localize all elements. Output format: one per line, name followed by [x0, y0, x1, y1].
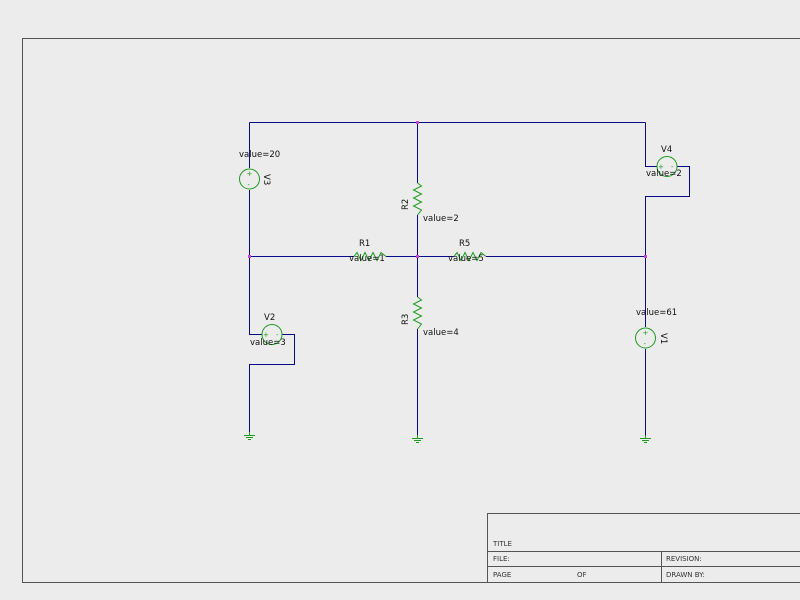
v2-plus: + [263, 331, 269, 339]
r3-resistor-icon [412, 296, 423, 330]
r3-name-label: R3 [401, 314, 411, 325]
ground-mid-icon [412, 435, 423, 443]
sheet-border [22, 38, 800, 583]
v2-minus: - [276, 331, 279, 339]
title-block: TITLE FILE: PAGE OF REVISION: DRAWN BY: [487, 513, 800, 582]
r1-name-label: R1 [359, 239, 370, 249]
file-label: FILE: [493, 555, 510, 563]
v4-plus: + [658, 163, 664, 171]
r1-resistor-icon [353, 251, 387, 262]
v4-loop-wire [645, 166, 690, 327]
wires [249, 122, 690, 437]
r2-value-label: value=2 [423, 214, 459, 224]
junction-top-mid [416, 121, 419, 124]
v1-value-label: value=61 [636, 308, 677, 318]
v1-plus: + [643, 329, 649, 337]
junction-center [416, 255, 419, 258]
title-label: TITLE [492, 540, 512, 548]
revision-label: REVISION: [666, 555, 702, 563]
resistor-r1[interactable]: R1 value=1 [349, 239, 387, 264]
v1-source-icon [635, 327, 656, 349]
voltage-source-v3[interactable]: + - value=20 V3 [239, 150, 280, 190]
page-label: PAGE [493, 571, 511, 579]
v4-source-icon [656, 156, 678, 177]
v2-value-label: value=3 [250, 338, 286, 348]
resistor-r3[interactable]: R3 value=4 [401, 296, 459, 338]
junction-left [248, 255, 251, 258]
right-wire-top [645, 122, 657, 167]
v4-value-label: value=2 [646, 169, 682, 179]
ground-right-icon [640, 435, 651, 443]
r2-name-label: R2 [401, 199, 411, 210]
voltage-source-v1[interactable]: + - value=61 V1 [635, 308, 678, 349]
v3-plus: + [247, 170, 253, 178]
v2-name-label: V2 [264, 313, 275, 323]
r2-resistor-icon [412, 182, 423, 216]
resistor-r2[interactable]: R2 value=2 [401, 182, 459, 224]
voltage-source-v4[interactable]: + - V4 value=2 [646, 145, 682, 179]
r1-value-label: value=1 [349, 254, 385, 264]
junction-right [644, 255, 647, 258]
ground-left-icon [244, 432, 255, 440]
voltage-source-v2[interactable]: + - V2 value=3 [250, 313, 286, 348]
r5-name-label: R5 [459, 239, 470, 249]
v2-loop-wire [249, 334, 295, 434]
drawn-by-label: DRAWN BY: [666, 571, 705, 579]
v3-value-label: value=20 [239, 150, 280, 160]
v1-minus: - [644, 340, 647, 348]
v4-name-label: V4 [661, 145, 672, 155]
v4-minus: - [671, 163, 674, 171]
v3-name-label: V3 [261, 174, 271, 185]
of-label: OF [577, 571, 587, 579]
resistor-r5[interactable]: R5 value=5 [448, 239, 487, 264]
left-wire-mid [249, 190, 262, 335]
r5-resistor-icon [453, 251, 487, 262]
junctions [248, 121, 647, 258]
r3-value-label: value=4 [423, 328, 459, 338]
v2-source-icon [261, 324, 283, 345]
v1-name-label: V1 [658, 333, 668, 344]
r5-value-label: value=5 [448, 254, 484, 264]
v3-source-icon [239, 168, 260, 190]
v3-minus: - [248, 181, 251, 189]
